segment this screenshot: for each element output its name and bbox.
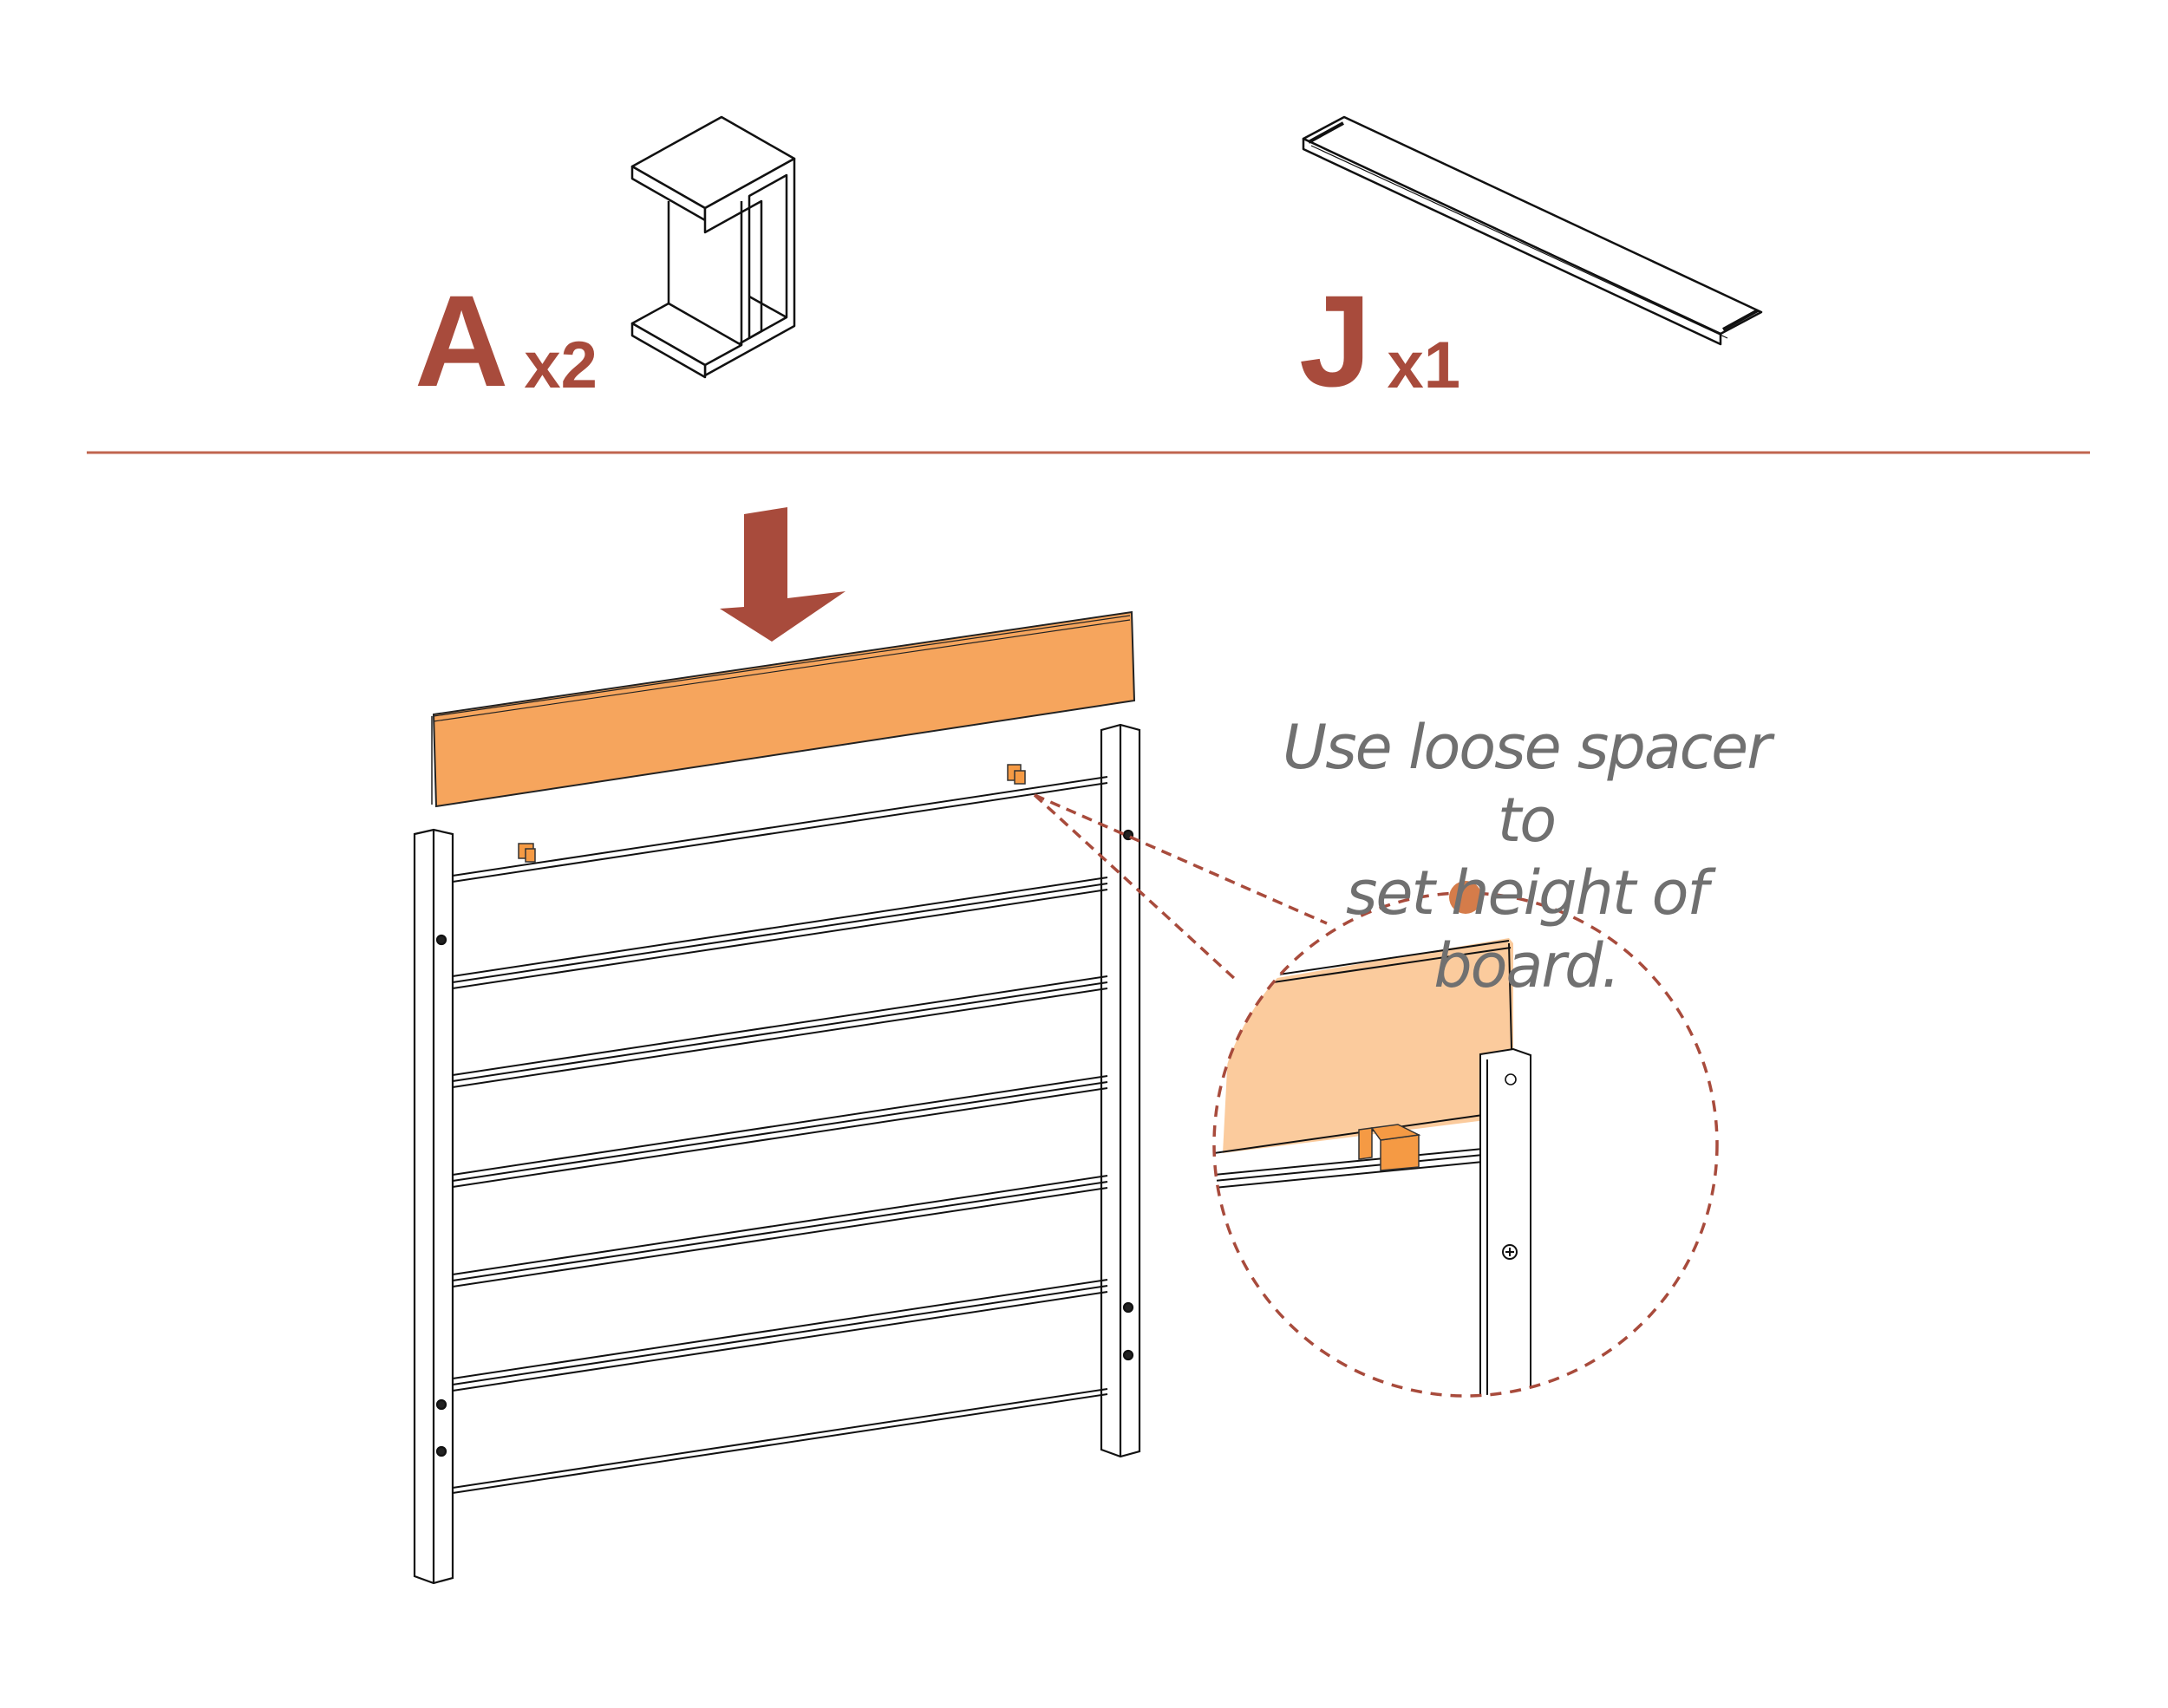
spacer-left <box>518 843 536 863</box>
part-a-spacer-icon <box>630 115 796 379</box>
part-a-label: A x2 <box>415 276 598 406</box>
instruction-caption: Use loose spacer to set height of board. <box>1249 711 1804 1002</box>
caption-line-1: Use loose spacer to <box>1282 712 1772 856</box>
caption-line-2: set height of board. <box>1345 857 1708 1001</box>
spacer-right <box>1007 764 1026 785</box>
part-j-label: J x1 <box>1299 276 1460 406</box>
board-j-orange <box>431 610 1136 808</box>
down-arrow-icon <box>720 507 846 642</box>
part-j-board-icon <box>1302 115 1763 346</box>
headboard-frame <box>413 723 1141 1585</box>
part-j-letter: J <box>1299 268 1372 414</box>
zoom-detail-callout <box>1212 881 1719 1398</box>
callout-leader-lines <box>1033 793 1328 981</box>
part-a-quantity: x2 <box>524 329 598 402</box>
part-j-quantity: x1 <box>1387 329 1460 402</box>
part-a-letter: A <box>415 268 509 414</box>
callout-dot <box>1449 881 1482 914</box>
